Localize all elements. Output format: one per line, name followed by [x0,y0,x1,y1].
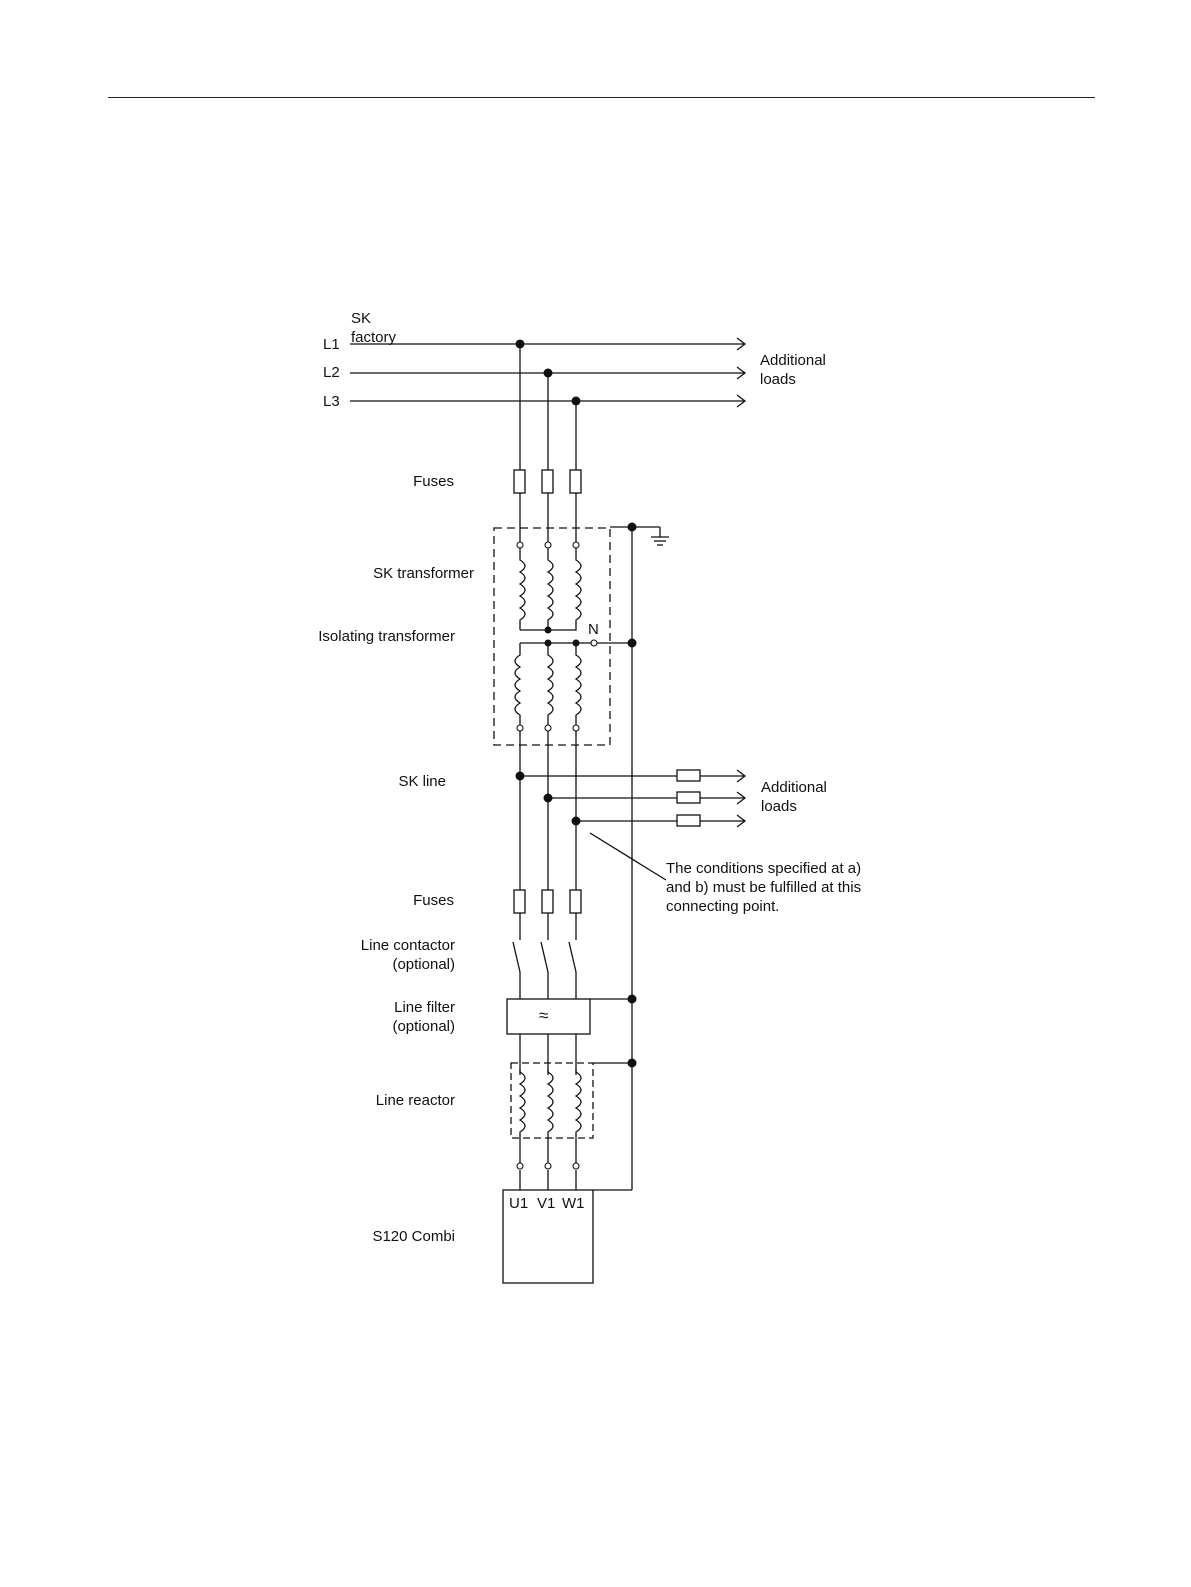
sk-factory-label-2: factory [351,328,396,347]
sk-line-label: SK line [398,772,446,791]
load-fuse-2 [677,792,700,803]
fuses-bottom-label: Fuses [413,891,454,910]
fuse-bottom-1 [514,890,525,913]
reactor-winding-2 [548,1070,553,1166]
additional-loads-top-label-2: loads [760,370,796,389]
fuse-bottom-3 [570,890,581,913]
reactor-winding-1 [520,1070,525,1166]
neutral-terminal [591,640,597,646]
terminal-w1-label: W1 [562,1194,585,1213]
secondary-winding-2 [548,643,553,727]
reactor-winding-3 [576,1070,581,1166]
fuse-top-3 [570,470,581,493]
secondary-winding-3 [576,643,581,727]
neutral-label: N [588,620,599,639]
sk-transformer-label: SK transformer [373,564,474,583]
connection-note-line-3: connecting point. [666,897,779,916]
contactor-switch-2 [541,942,548,972]
additional-loads-top-label: Additional [760,351,826,370]
filter-symbol: ≈ [539,1006,548,1025]
connection-note-line-1: The conditions specified at a) [666,859,861,878]
terminal-v1-label: V1 [537,1194,555,1213]
phase-l3-label: L3 [323,392,340,411]
fuse-top-1 [514,470,525,493]
additional-loads-mid-label: Additional [761,778,827,797]
sk-factory-label: SK [351,309,371,328]
primary-winding-2 [548,545,553,630]
line-filter-optional-label: (optional) [392,1017,455,1036]
line-contactor-optional-label: (optional) [392,955,455,974]
additional-loads-mid-label-2: loads [761,797,797,816]
note-leader [590,833,666,880]
line-filter-label: Line filter [394,998,455,1017]
line-filter-box [507,999,590,1034]
s120-combi-label: S120 Combi [372,1227,455,1246]
line-contactor-label: Line contactor [361,936,455,955]
connection-note-line-2: and b) must be fulfilled at this [666,878,861,897]
load-fuse-3 [677,815,700,826]
line-reactor-label: Line reactor [376,1091,455,1110]
fuse-top-2 [542,470,553,493]
terminal-u1-label: U1 [509,1194,528,1213]
primary-winding-1 [520,545,525,630]
phase-l1-label: L1 [323,335,340,354]
primary-winding-3 [520,545,581,630]
contactor-switch-1 [513,942,520,972]
fuses-top-label: Fuses [413,472,454,491]
phase-l2-label: L2 [323,363,340,382]
load-fuse-1 [677,770,700,781]
fuse-bottom-2 [542,890,553,913]
contactor-switch-3 [569,942,576,972]
isolating-transformer-label: Isolating transformer [318,627,455,646]
secondary-winding-1 [515,643,520,727]
